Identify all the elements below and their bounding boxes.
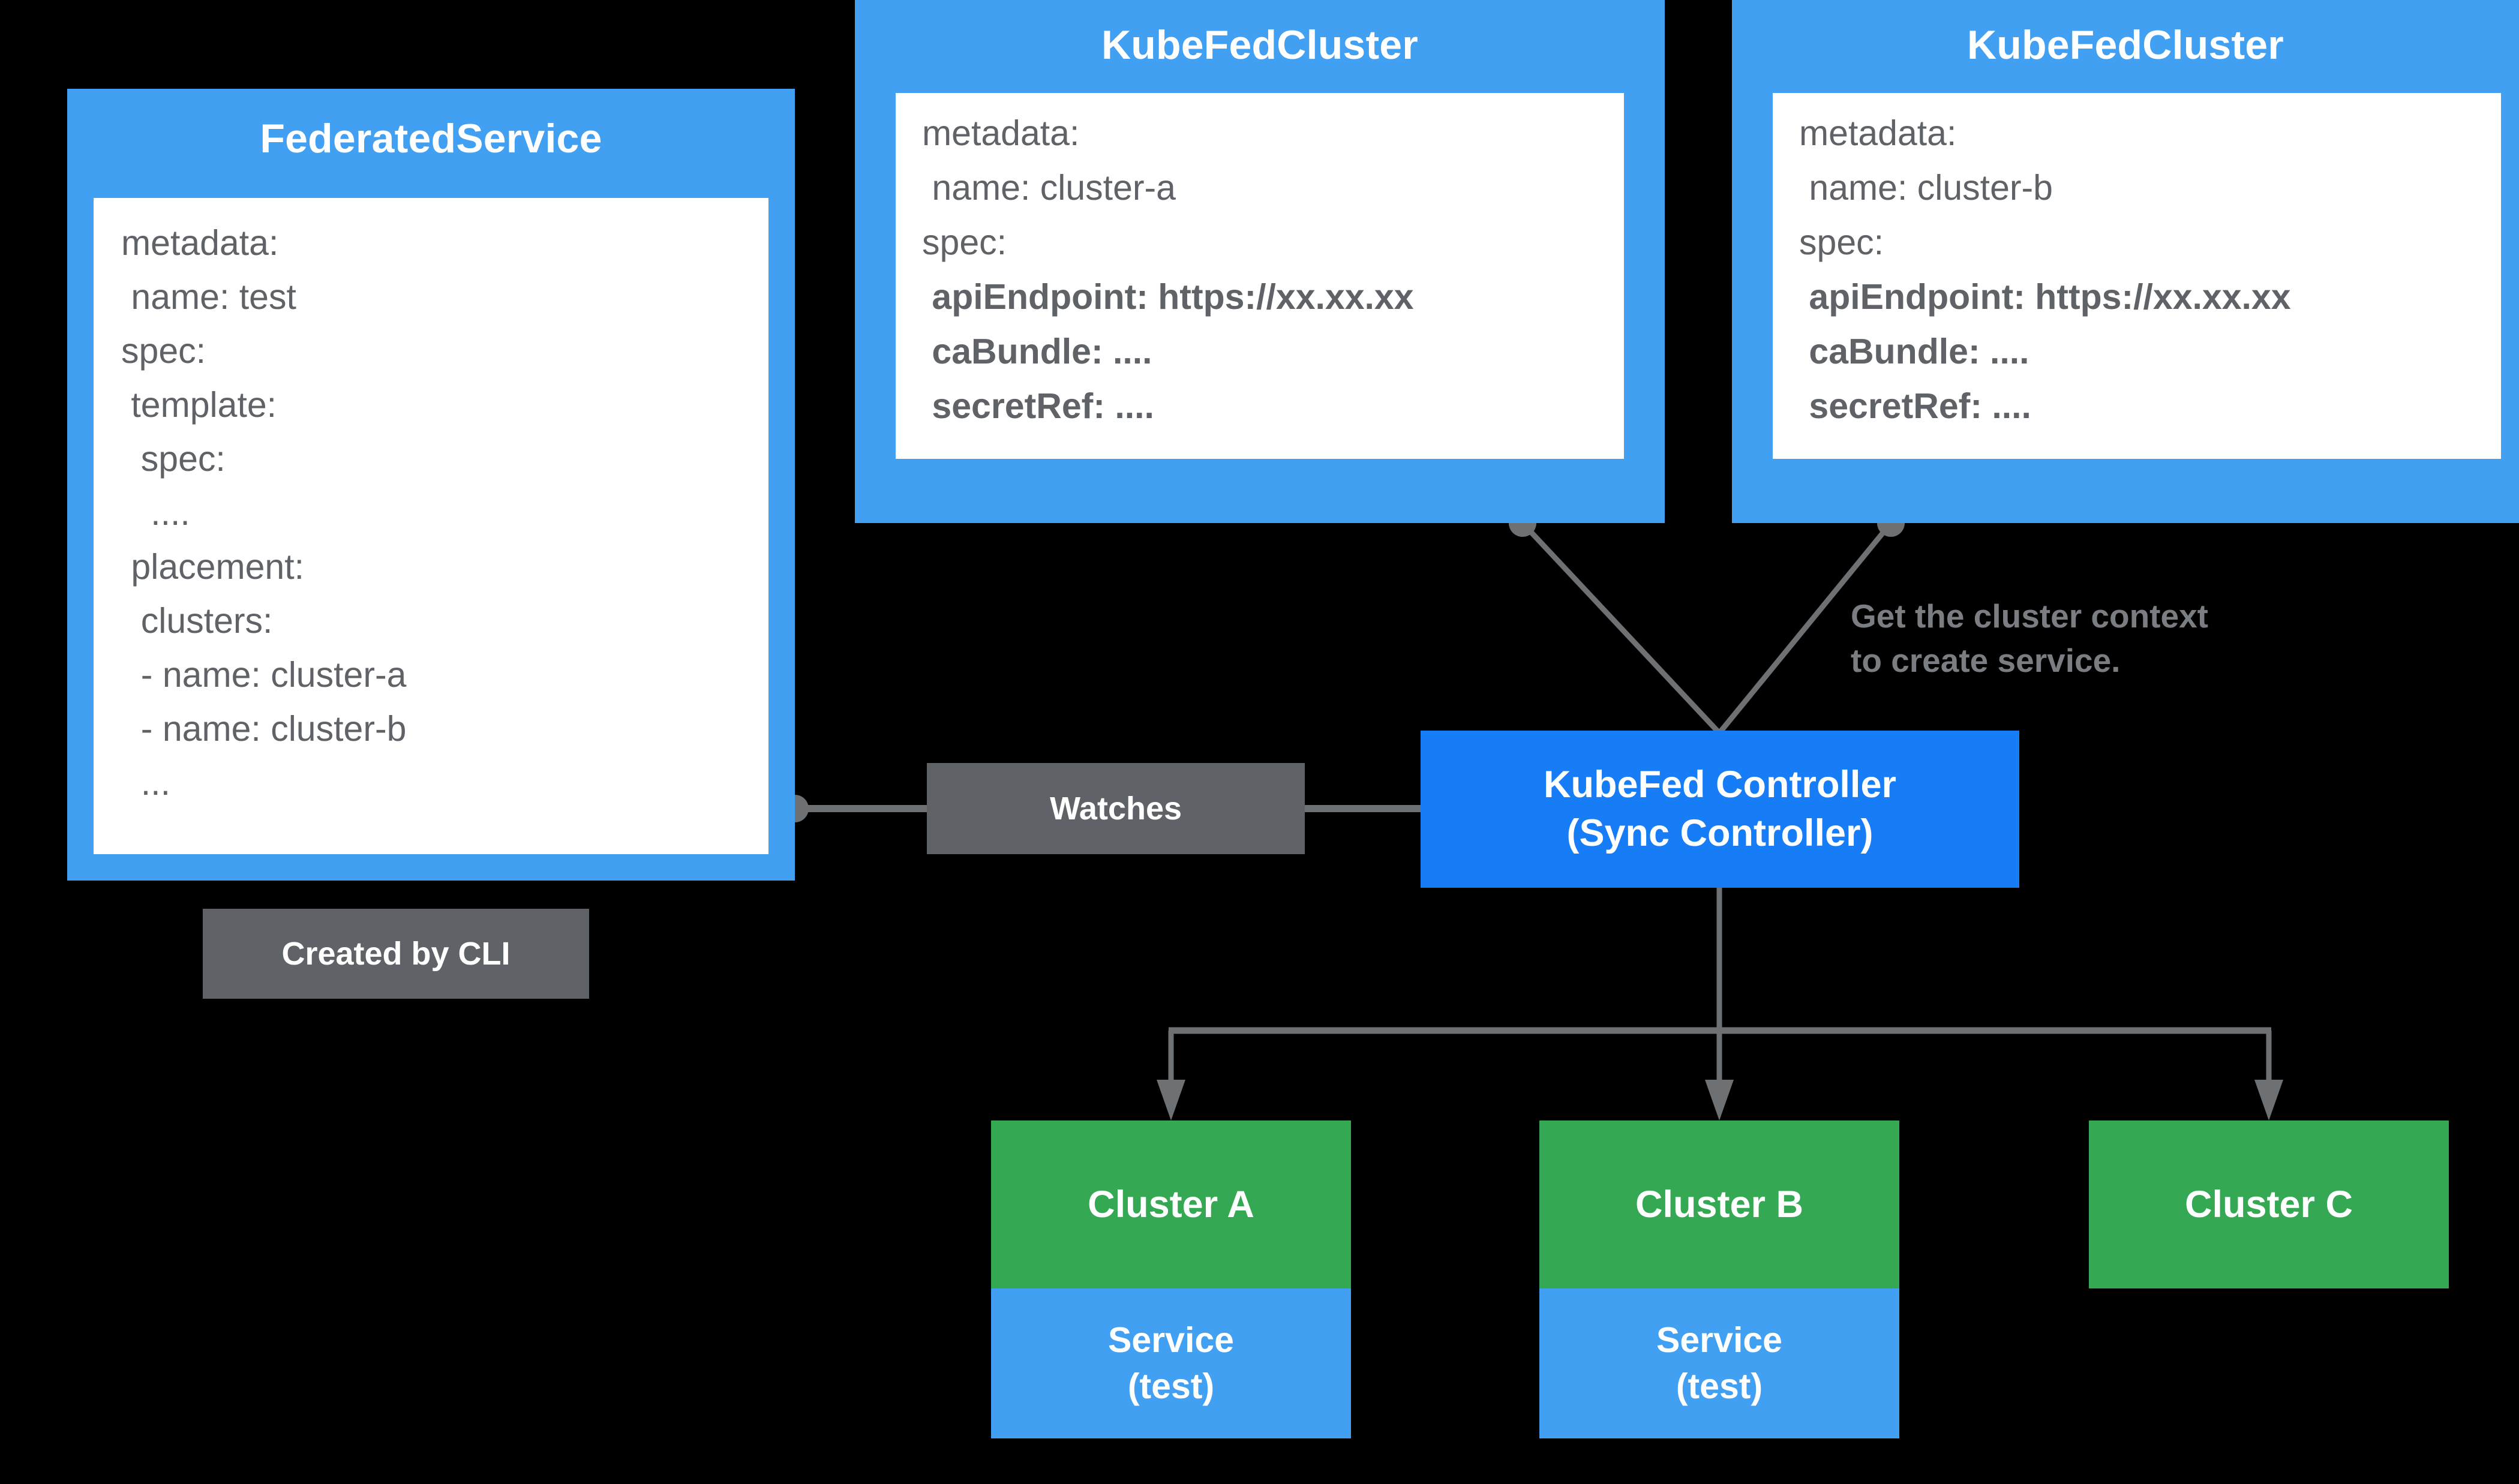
cluster-a-header: Cluster A (991, 1120, 1351, 1288)
federatedservice-spec-body: metadata: name: test spec: template: spec… (94, 198, 768, 854)
arrowhead-cluster-a (1157, 1080, 1185, 1120)
cluster-b-service: Service (test) (1539, 1288, 1899, 1438)
spec-line: .... (121, 493, 190, 533)
kubefedcluster-card-a[interactable]: KubeFedCluster metadata: name: cluster-a… (855, 0, 1665, 523)
federatedservice-spec-lines: metadata: name: test spec: template: spec… (121, 226, 768, 801)
spec-line: name: cluster-b (1799, 168, 2053, 208)
cluster-a-service-line1: Service (1108, 1320, 1234, 1360)
cluster-c-header: Cluster C (2089, 1120, 2449, 1288)
created-by-cli-badge[interactable]: Created by CLI (203, 909, 589, 999)
cluster-b-name: Cluster B (1635, 1183, 1804, 1225)
kubefedcluster-a-spec-lines: metadata: name: cluster-a spec: apiEndpoi… (922, 116, 1624, 424)
cluster-b-header: Cluster B (1539, 1120, 1899, 1288)
spec-line: caBundle: .... (1799, 332, 2029, 371)
cluster-a-stack[interactable]: Cluster A Service (test) (991, 1120, 1351, 1438)
wire-cluster-a-to-controller (1520, 521, 1722, 735)
spec-line: metadata: (1799, 113, 1957, 153)
created-by-cli-label: Created by CLI (281, 936, 511, 972)
kubefedcluster-b-spec-lines: metadata: name: cluster-b spec: apiEndpoi… (1799, 116, 2501, 424)
spec-line: spec: (121, 331, 206, 371)
cluster-b-stack[interactable]: Cluster B Service (test) (1539, 1120, 1899, 1438)
spec-line: metadata: (121, 223, 279, 263)
kubefedcluster-card-b[interactable]: KubeFedCluster metadata: name: cluster-b… (1732, 0, 2519, 523)
spec-line: name: cluster-a (922, 168, 1176, 208)
federatedservice-card[interactable]: FederatedService metadata: name: test spe… (67, 89, 795, 881)
watches-badge[interactable]: Watches (927, 763, 1305, 854)
spec-line: metadata: (922, 113, 1080, 153)
spec-line: clusters: (121, 601, 273, 641)
arrowhead-cluster-c (2254, 1080, 2283, 1120)
arrowhead-cluster-b (1705, 1080, 1734, 1120)
spec-line: spec: (1799, 223, 1884, 262)
spec-line: - name: cluster-a (121, 655, 407, 695)
spec-line: template: (121, 385, 277, 425)
spec-line: name: test (121, 277, 296, 317)
federatedservice-title: FederatedService (260, 116, 602, 161)
kubefedcluster-a-spec-body: metadata: name: cluster-a spec: apiEndpoi… (896, 93, 1624, 459)
cluster-c-stack[interactable]: Cluster C (2089, 1120, 2449, 1288)
spec-line: placement: (121, 547, 304, 587)
cluster-a-name: Cluster A (1088, 1183, 1254, 1225)
cluster-b-service-line2: (test) (1676, 1366, 1763, 1406)
spec-line: spec: (121, 439, 226, 479)
watches-label: Watches (1049, 791, 1182, 827)
cluster-b-service-line1: Service (1656, 1320, 1782, 1360)
controller-title-line2: (Sync Controller) (1566, 812, 1874, 854)
cluster-a-service: Service (test) (991, 1288, 1351, 1438)
kubefedcluster-b-spec-body: metadata: name: cluster-b spec: apiEndpoi… (1773, 93, 2501, 459)
spec-line: spec: (922, 223, 1007, 262)
spec-line: apiEndpoint: https://xx.xx.xx (922, 277, 1414, 317)
spec-line: secretRef: .... (922, 386, 1154, 426)
spec-line: secretRef: .... (1799, 386, 2031, 426)
spec-line: apiEndpoint: https://xx.xx.xx (1799, 277, 2291, 317)
kubefedcluster-b-title: KubeFedCluster (1967, 22, 2284, 68)
kubefed-controller-box[interactable]: KubeFed Controller (Sync Controller) (1421, 731, 2019, 888)
cluster-context-note: Get the cluster context to create servic… (1851, 597, 2208, 680)
spec-line: ... (121, 763, 170, 803)
cluster-c-name: Cluster C (2184, 1183, 2353, 1225)
spec-line: caBundle: .... (922, 332, 1152, 371)
cluster-a-service-line2: (test) (1127, 1366, 1215, 1406)
spec-line: - name: cluster-b (121, 709, 407, 749)
kubefedcluster-a-title: KubeFedCluster (1101, 22, 1418, 68)
controller-title-line1: KubeFed Controller (1543, 764, 1896, 806)
